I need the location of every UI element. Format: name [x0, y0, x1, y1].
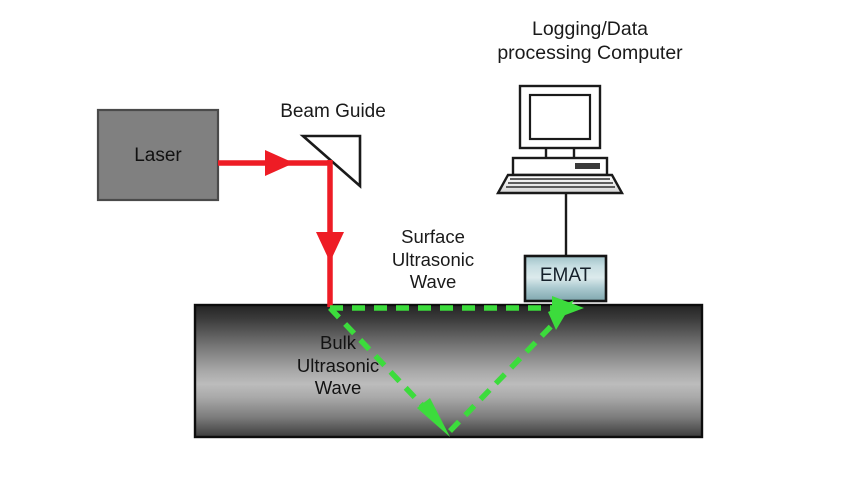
pipe-body [193, 303, 704, 439]
laser-beam-arrow-right [265, 150, 294, 176]
drive-slot [575, 163, 600, 169]
keyboard [495, 173, 625, 195]
ultrasonic-wave-paths [328, 296, 584, 437]
laser-beam-path [218, 150, 344, 307]
bulk-wave-ascending-leg [448, 314, 563, 433]
computer-title-label: Logging/Data processing Computer [497, 18, 683, 64]
emat-label: EMAT [539, 265, 592, 286]
bulk-wave-top-arrowhead [548, 300, 574, 330]
monitor-neck [544, 148, 576, 158]
laser-source [96, 108, 220, 202]
pipe-specimen [193, 303, 704, 439]
logging-computer [495, 84, 625, 195]
emat-box [523, 254, 608, 303]
laser-box [96, 108, 220, 202]
surface-ultrasonic-wave-label: Surface Ultrasonic Wave [391, 226, 475, 293]
bulk-ultrasonic-wave-label: Bulk Ultrasonic Wave [296, 332, 380, 399]
bulk-wave-bottom-arrowhead [417, 398, 450, 437]
laser-beam-arrow-down [316, 232, 344, 262]
laser-label: Laser [134, 145, 182, 166]
monitor-screen [528, 93, 592, 141]
beam-guide-label: Beam Guide [280, 101, 386, 122]
keyboard-keys [506, 178, 615, 188]
